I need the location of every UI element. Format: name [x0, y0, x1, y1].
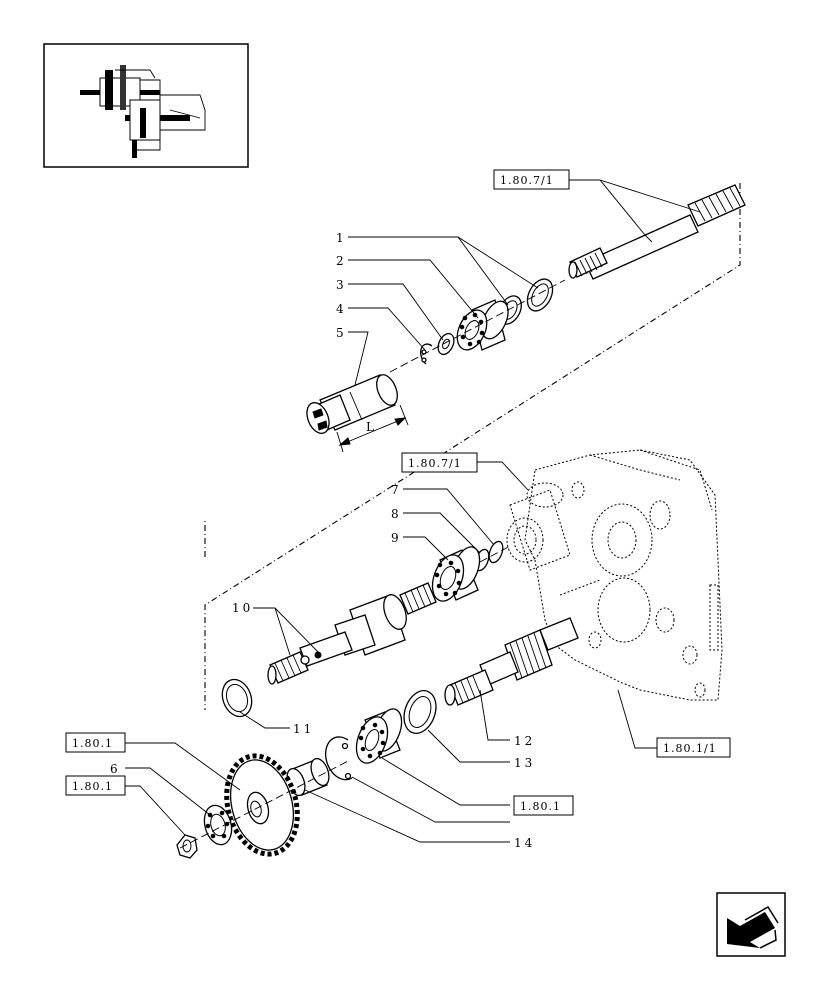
bearing-6: [203, 804, 233, 846]
ball-bearing-lower: [355, 708, 403, 764]
callout-5: 5: [336, 326, 344, 340]
svg-text:1.80.7/1: 1.80.7/1: [500, 174, 554, 187]
ref-box-shaft-top[interactable]: 1.80.7/1: [493, 169, 570, 190]
ref-box-nut-left[interactable]: 1.80.1: [65, 775, 126, 796]
callout-7: 7: [391, 483, 399, 497]
callout-9: 9: [391, 531, 399, 545]
gearbox-housing: [506, 449, 723, 701]
washer-3: [437, 332, 455, 356]
ref-box-housing-right[interactable]: 1.80.1/1: [656, 737, 731, 758]
ref-box-gear-left[interactable]: 1.80.1: [65, 732, 126, 753]
callout-3: 3: [336, 278, 344, 292]
sprocket-gear: [224, 753, 300, 857]
svg-text:1.80.1: 1.80.1: [72, 737, 113, 750]
svg-text:1.80.7/1: 1.80.7/1: [408, 457, 462, 470]
thumbnail-locator[interactable]: [43, 43, 249, 168]
axis-lines: [179, 279, 566, 849]
callout-2: 2: [336, 254, 344, 268]
splined-shaft-top: [568, 184, 746, 280]
ball-bearing-9: [431, 546, 481, 602]
dimension-L: L: [336, 404, 409, 453]
hex-nut: [176, 834, 198, 859]
ref-box-bearing-right[interactable]: 1.80.1: [513, 795, 574, 816]
callout-11: 11: [293, 722, 314, 736]
thumbnail-assembly-image: [80, 65, 206, 158]
callout-4: 4: [336, 302, 344, 316]
circlip-14: [324, 736, 353, 781]
callout-10: 10: [232, 601, 253, 615]
snap-ring-1-a: [526, 278, 554, 312]
seal-ring-13: [403, 690, 437, 734]
leader-lines: [125, 179, 701, 843]
svg-text:1.80.1/1: 1.80.1/1: [663, 742, 717, 755]
snap-ring-11: [221, 678, 253, 718]
callout-6: 6: [110, 762, 118, 776]
callout-14: 14: [514, 836, 535, 850]
ball-bearing-2: [456, 299, 509, 351]
callout-12: 12: [514, 734, 535, 748]
svg-text:1.80.1: 1.80.1: [520, 800, 561, 813]
pinion-shaft-12: [444, 617, 579, 706]
circlip-4: [420, 343, 433, 365]
snap-ring-7: [488, 540, 504, 564]
ref-box-housing-top[interactable]: 1.80.7/1: [401, 452, 478, 473]
dimension-L-label: L: [366, 420, 374, 434]
assembly-envelope-line-upper: [204, 183, 741, 710]
svg-text:1.80.1: 1.80.1: [72, 780, 113, 793]
callout-1: 1: [336, 231, 344, 245]
callout-8: 8: [391, 507, 399, 521]
splined-shaft-10: [267, 582, 437, 685]
callout-13: 13: [514, 756, 535, 770]
coupling-sleeve-5: [306, 374, 398, 434]
back-arrow-icon[interactable]: [716, 892, 786, 957]
